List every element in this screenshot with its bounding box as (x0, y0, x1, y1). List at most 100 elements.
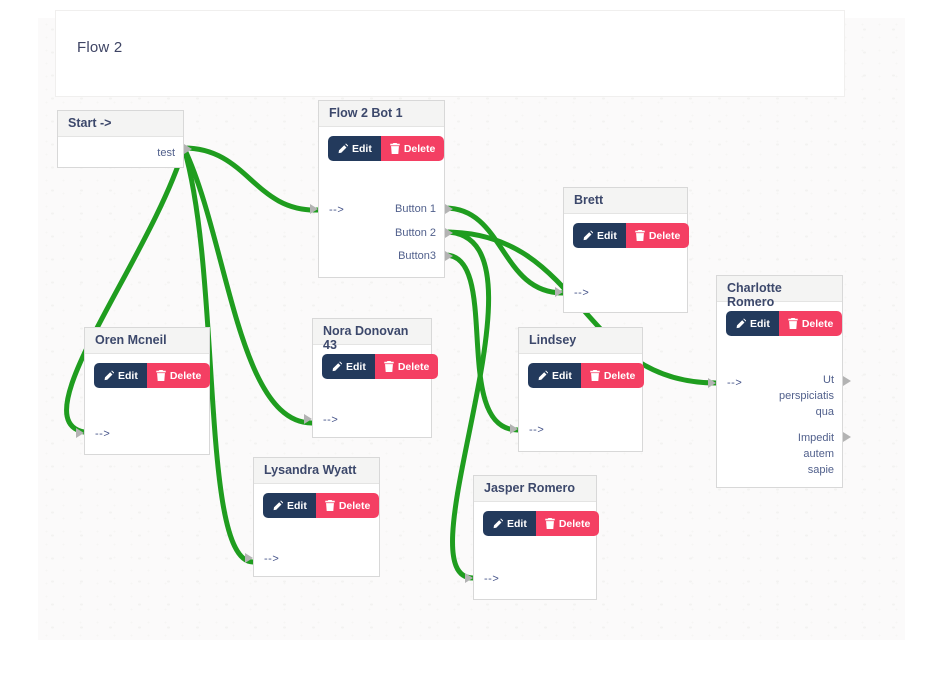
delete-button[interactable]: Delete (315, 493, 380, 518)
node-flow2bot1[interactable]: Flow 2 Bot 1 Edit Delete --> Button 1 Bu… (310, 100, 453, 278)
trash-icon (545, 518, 555, 529)
input-port[interactable] (310, 204, 318, 214)
node-actions: Edit Delete (328, 136, 445, 161)
node-title: Flow 2 Bot 1 (319, 101, 444, 127)
delete-button[interactable]: Delete (535, 511, 600, 536)
edit-button[interactable]: Edit (573, 223, 626, 248)
trash-icon (788, 318, 798, 329)
input-port[interactable] (76, 428, 84, 438)
input-arrow-label: --> (329, 204, 345, 216)
delete-label: Delete (338, 499, 371, 512)
edit-label: Edit (552, 369, 572, 382)
output-label-test: test (157, 147, 175, 159)
input-arrow-label: --> (323, 414, 339, 426)
edit-button[interactable]: Edit (322, 354, 375, 379)
input-port[interactable] (510, 424, 518, 434)
output-label-button2: Button 2 (395, 227, 436, 239)
trash-icon (384, 361, 394, 372)
input-port[interactable] (555, 287, 563, 297)
input-port[interactable] (465, 573, 473, 583)
node-title: Lysandra Wyatt (254, 458, 379, 484)
edit-label: Edit (352, 142, 372, 155)
delete-button[interactable]: Delete (146, 363, 211, 388)
pencil-square-icon (538, 370, 548, 381)
input-arrow-label: --> (574, 287, 590, 299)
output-port[interactable] (184, 144, 192, 154)
node-jasper[interactable]: Jasper Romero Edit Delete --> (465, 475, 600, 600)
node-title: Start -> (58, 111, 183, 137)
node-lysandra[interactable]: Lysandra Wyatt Edit Delete --> (245, 457, 380, 577)
edit-button[interactable]: Edit (726, 311, 779, 336)
node-actions: Edit Delete (573, 223, 690, 248)
delete-label: Delete (603, 369, 636, 382)
edit-button[interactable]: Edit (328, 136, 381, 161)
pencil-square-icon (104, 370, 114, 381)
pencil-square-icon (273, 500, 283, 511)
node-lindsey[interactable]: Lindsey Edit Delete --> (510, 327, 645, 452)
output-label-button3: Button3 (398, 250, 436, 262)
pencil-square-icon (493, 518, 503, 529)
node-title: Nora Donovan 43 (313, 319, 431, 352)
delete-button[interactable]: Delete (580, 363, 645, 388)
node-actions: Edit Delete (263, 493, 380, 518)
input-arrow-label: --> (529, 424, 545, 436)
edit-label: Edit (118, 369, 138, 382)
output-port-1[interactable] (843, 376, 851, 386)
trash-icon (390, 143, 400, 154)
input-port[interactable] (304, 414, 312, 424)
node-actions: Edit Delete (322, 354, 439, 379)
trash-icon (635, 230, 645, 241)
edit-label: Edit (287, 499, 307, 512)
flow-title: Flow 2 (77, 39, 123, 56)
output-port-button3[interactable] (445, 251, 453, 261)
pencil-square-icon (736, 318, 746, 329)
delete-label: Delete (397, 360, 430, 373)
output-label-button1: Button 1 (395, 203, 436, 215)
delete-button[interactable]: Delete (778, 311, 843, 336)
output-label-ut-perspiciatis: Ut perspiciatis qua (778, 374, 834, 418)
flow-header-card: Flow 2 (55, 10, 845, 97)
output-label-impedit-autem: Impedit autem sapie (797, 432, 834, 476)
delete-button[interactable]: Delete (625, 223, 690, 248)
trash-icon (590, 370, 600, 381)
input-arrow-label: --> (727, 377, 743, 389)
output-port-button2[interactable] (445, 228, 453, 238)
edit-button[interactable]: Edit (94, 363, 147, 388)
edit-label: Edit (597, 229, 617, 242)
node-title: Lindsey (519, 328, 642, 354)
node-title: Jasper Romero (474, 476, 596, 502)
pencil-square-icon (583, 230, 593, 241)
node-title: Brett (564, 188, 687, 214)
pencil-square-icon (338, 143, 348, 154)
delete-button[interactable]: Delete (374, 354, 439, 379)
input-port[interactable] (708, 378, 716, 388)
edit-button[interactable]: Edit (263, 493, 316, 518)
node-brett[interactable]: Brett Edit Delete --> (555, 187, 690, 313)
node-oren[interactable]: Oren Mcneil Edit Delete --> (76, 327, 211, 455)
input-port[interactable] (245, 553, 253, 563)
output-port-button1[interactable] (445, 204, 453, 214)
delete-label: Delete (169, 369, 202, 382)
node-nora[interactable]: Nora Donovan 43 Edit Delete --> (304, 318, 439, 438)
node-actions: Edit Delete (528, 363, 645, 388)
edit-button[interactable]: Edit (528, 363, 581, 388)
output-port-2[interactable] (843, 432, 851, 442)
edit-label: Edit (346, 360, 366, 373)
node-actions: Edit Delete (726, 311, 843, 336)
node-charlotte[interactable]: Charlotte Romero Edit Delete --> Ut pers… (708, 275, 851, 488)
input-arrow-label: --> (95, 428, 111, 440)
node-actions: Edit Delete (483, 511, 600, 536)
node-title: Charlotte Romero (717, 276, 842, 309)
trash-icon (156, 370, 166, 381)
input-arrow-label: --> (484, 573, 500, 585)
delete-label: Delete (558, 517, 591, 530)
edit-label: Edit (507, 517, 527, 530)
input-arrow-label: --> (264, 553, 280, 565)
node-title: Oren Mcneil (85, 328, 209, 354)
pencil-square-icon (332, 361, 342, 372)
edit-button[interactable]: Edit (483, 511, 536, 536)
delete-button[interactable]: Delete (380, 136, 445, 161)
trash-icon (325, 500, 335, 511)
node-start[interactable]: Start -> test (57, 110, 192, 168)
